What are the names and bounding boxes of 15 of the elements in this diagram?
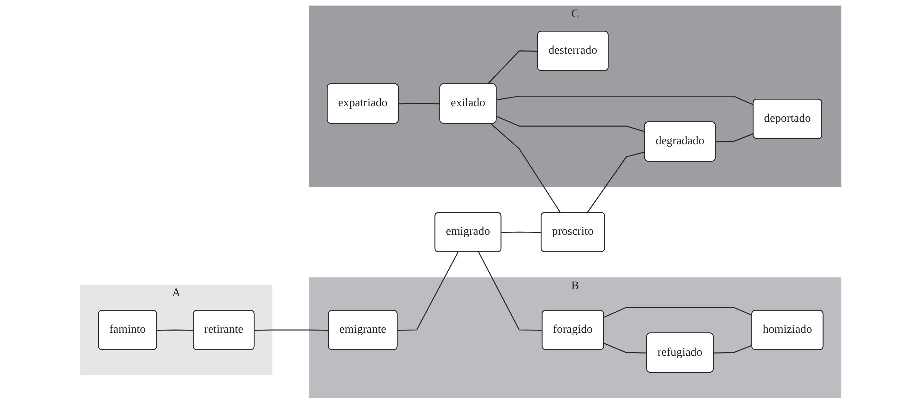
connector — [478, 252, 544, 332]
connector — [156, 330, 194, 332]
connector — [397, 252, 459, 332]
connector — [398, 103, 441, 105]
connector — [487, 50, 539, 85]
connector — [587, 152, 646, 214]
connector — [713, 345, 753, 354]
connector — [496, 96, 754, 106]
connector — [501, 232, 542, 234]
connector — [496, 116, 646, 132]
connector — [604, 343, 648, 354]
connector — [254, 330, 330, 332]
connector — [604, 307, 753, 318]
connector — [715, 133, 754, 143]
connector — [490, 123, 562, 214]
